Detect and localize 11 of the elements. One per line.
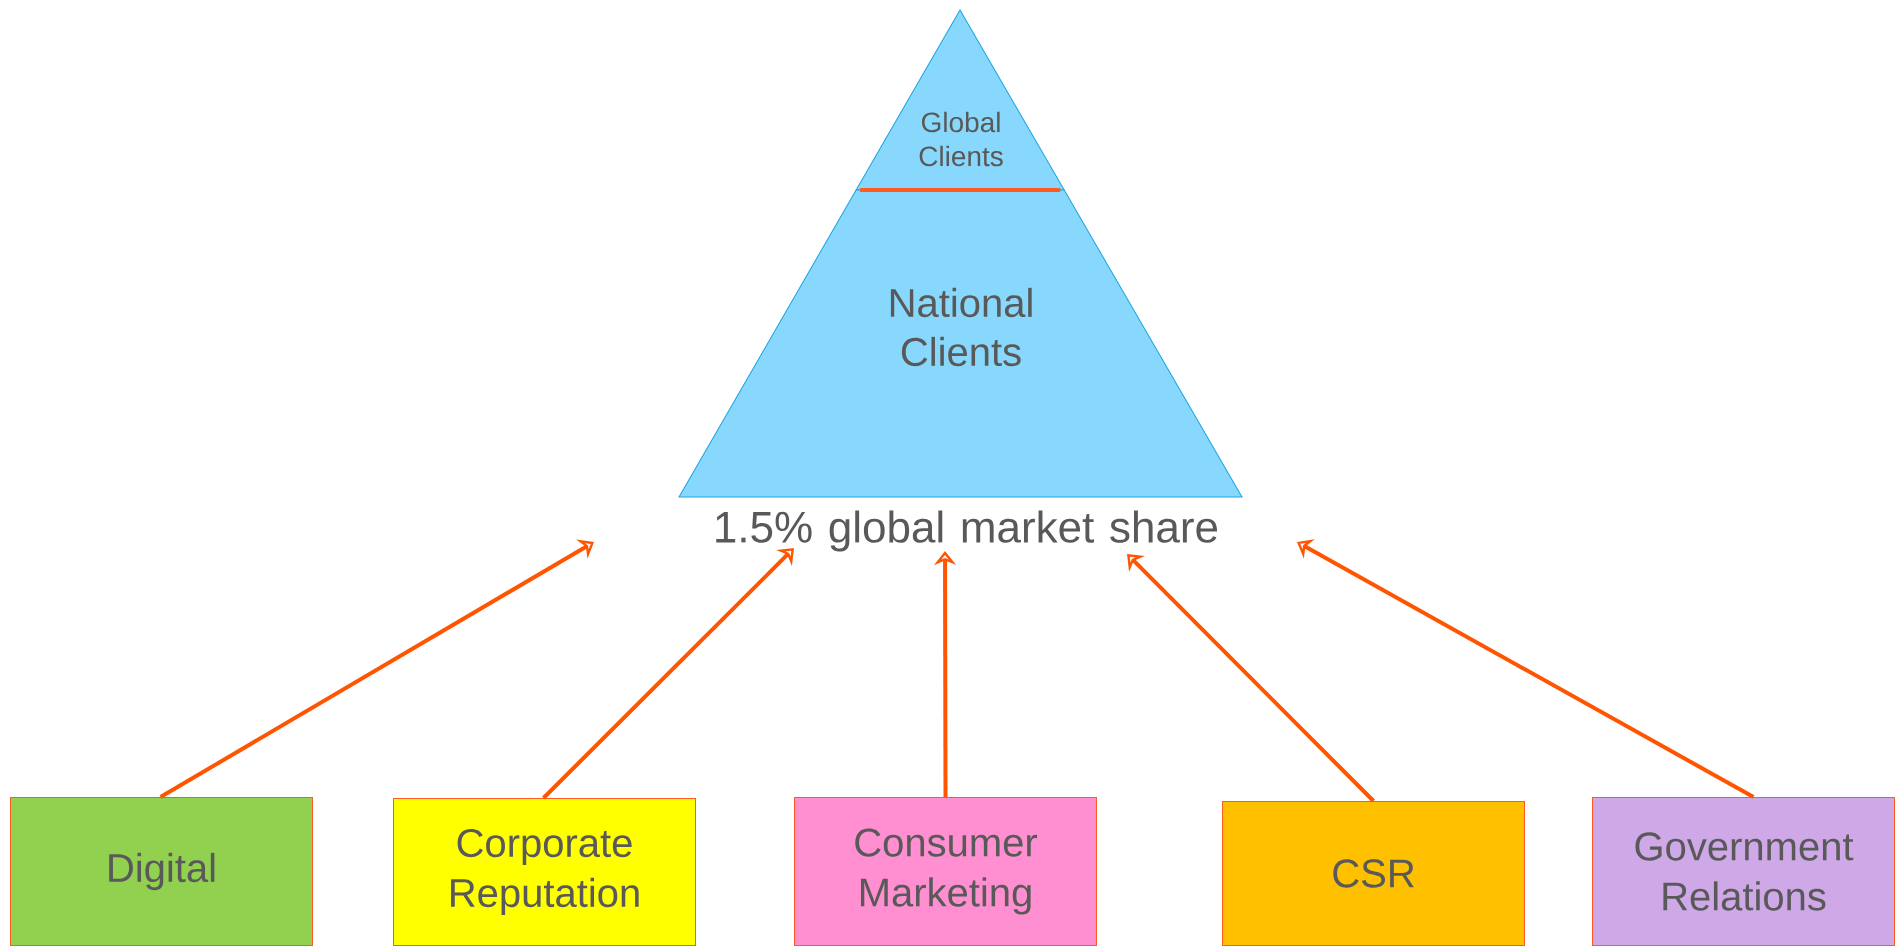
arrow [542, 548, 794, 800]
category-box: Digital [10, 797, 313, 946]
arrow [1297, 539, 1755, 799]
pyramid-top: Global Clients [855, 9, 1065, 191]
category-box: Consumer Marketing [794, 797, 1097, 946]
category-box: Government Relations [1592, 797, 1895, 946]
arrow [1127, 554, 1375, 803]
arrow [159, 539, 594, 799]
market-share-text: 1.5% global market share [716, 510, 1218, 552]
category-box: Corporate Reputation [393, 798, 696, 946]
category-box: CSR [1222, 801, 1525, 946]
